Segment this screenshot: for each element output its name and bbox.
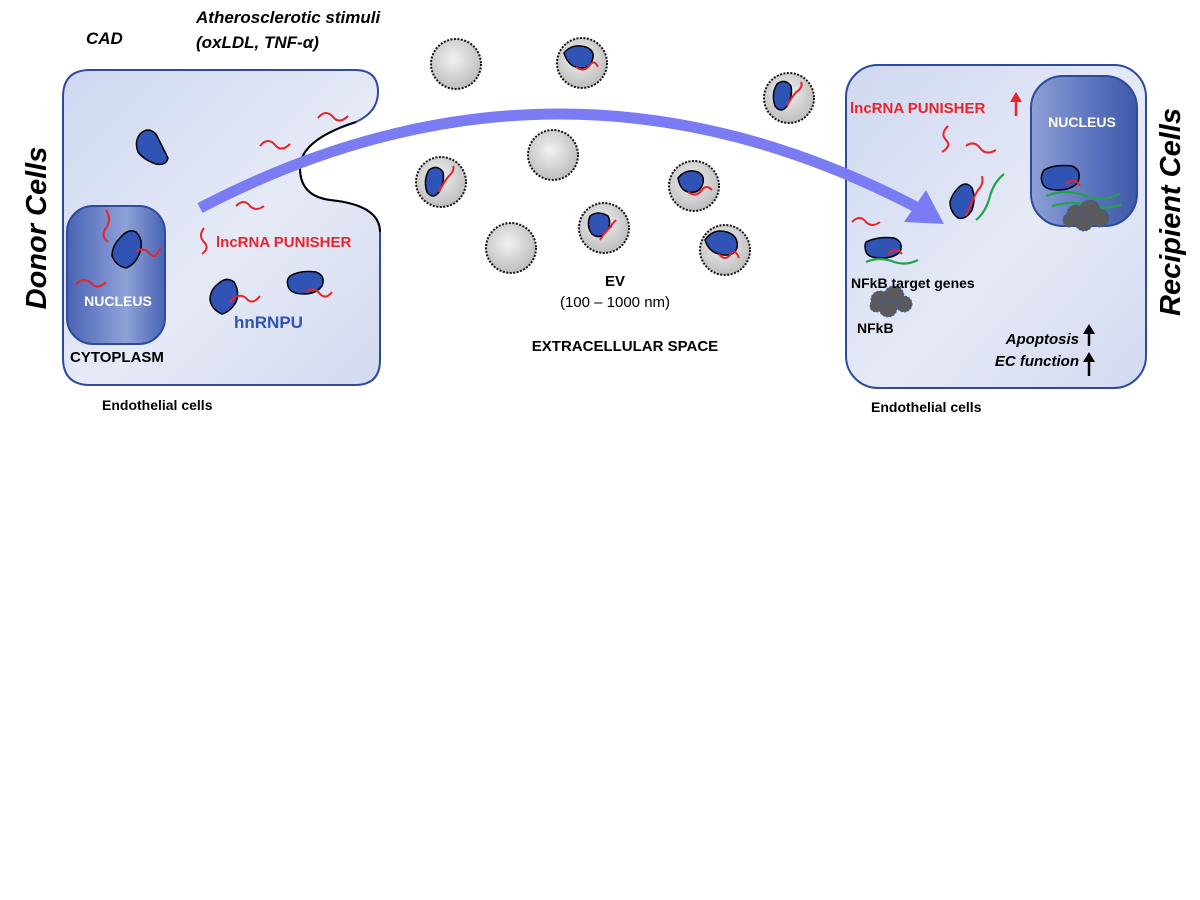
- stimuli-label-line1: Atherosclerotic stimuli: [195, 8, 381, 27]
- stimuli-label-line2: (oxLDL, TNF-α): [196, 33, 319, 52]
- ec-function-label: EC function: [995, 353, 1079, 370]
- recipient-nucleus-label: NUCLEUS: [1048, 114, 1116, 130]
- lncrna-strand: [887, 249, 903, 255]
- ev-loaded: [578, 202, 630, 254]
- lncrna-strand: [229, 294, 261, 303]
- recipient-cells-label: Recipient Cells: [1155, 108, 1187, 316]
- lncrna-strand: [965, 142, 997, 154]
- lncrna-strand: [1065, 179, 1081, 187]
- dna-strand: [865, 257, 919, 265]
- lncrna-strand: [135, 247, 161, 257]
- hnrnpu-protein: [135, 129, 169, 166]
- hnrnpu-protein: [864, 236, 902, 259]
- lncrna-strand: [851, 217, 881, 226]
- recipient-caption: Endothelial cells: [871, 399, 982, 415]
- ev-label: EV: [605, 273, 625, 290]
- dna-strand: [1045, 190, 1121, 200]
- cytoplasm-label: CYTOPLASM: [70, 349, 164, 366]
- donor-caption: Endothelial cells: [102, 397, 213, 413]
- hnrnpu-label: hnRNPU: [234, 313, 303, 332]
- lncrna-strand: [317, 112, 349, 122]
- lncrna-strand: [259, 140, 291, 150]
- apoptosis-label: Apoptosis: [1005, 331, 1079, 348]
- donor-cell-invagination: [298, 121, 381, 233]
- lncrna-strand: [200, 227, 208, 255]
- lncrna-strand: [75, 279, 107, 288]
- ev-loaded: [763, 72, 815, 124]
- donor-cells-label: Donor Cells: [21, 147, 53, 310]
- ev-empty: [485, 222, 537, 274]
- donor-lncrna-label: lncRNA PUNISHER: [216, 234, 351, 251]
- cad-label: CAD: [86, 29, 123, 48]
- hnrnpu-protein: [209, 278, 239, 315]
- dna-strand: [975, 173, 1005, 221]
- lncrna-up-arrow-icon: [1010, 92, 1022, 116]
- ev-size-label: (100 – 1000 nm): [560, 294, 670, 311]
- ec-function-up-arrow-icon: [1083, 352, 1095, 376]
- lncrna-strand: [235, 201, 265, 210]
- lncrna-strand: [941, 125, 950, 153]
- transfer-arrowhead: [904, 190, 944, 224]
- ev-empty: [527, 129, 579, 181]
- lncrna-strand: [305, 288, 333, 298]
- ev-loaded: [668, 160, 720, 212]
- lncrna-strand: [965, 175, 984, 217]
- recipient-lncrna-label: lncRNA PUNISHER: [850, 100, 985, 117]
- donor-nucleus: [66, 205, 166, 345]
- ev-loaded: [699, 224, 751, 276]
- hnrnpu-protein: [1040, 164, 1080, 191]
- donor-nucleus-label: NUCLEUS: [84, 293, 152, 309]
- extracellular-space-label: EXTRACELLULAR SPACE: [532, 338, 718, 355]
- hnrnpu-protein: [286, 270, 324, 295]
- transfer-arrow: [197, 108, 921, 213]
- hnrnpu-protein: [111, 230, 143, 269]
- nfkb-complex: [1062, 199, 1110, 232]
- nfkb-complex: [869, 285, 913, 318]
- ev-empty: [430, 38, 482, 90]
- ev-loaded: [556, 37, 608, 89]
- nfkb-label: NFkB: [857, 320, 894, 336]
- nfkb-target-genes-label: NFkB target genes: [851, 275, 975, 291]
- lncrna-strand: [102, 209, 110, 243]
- ev-loaded: [415, 156, 467, 208]
- apoptosis-up-arrow-icon: [1083, 324, 1095, 346]
